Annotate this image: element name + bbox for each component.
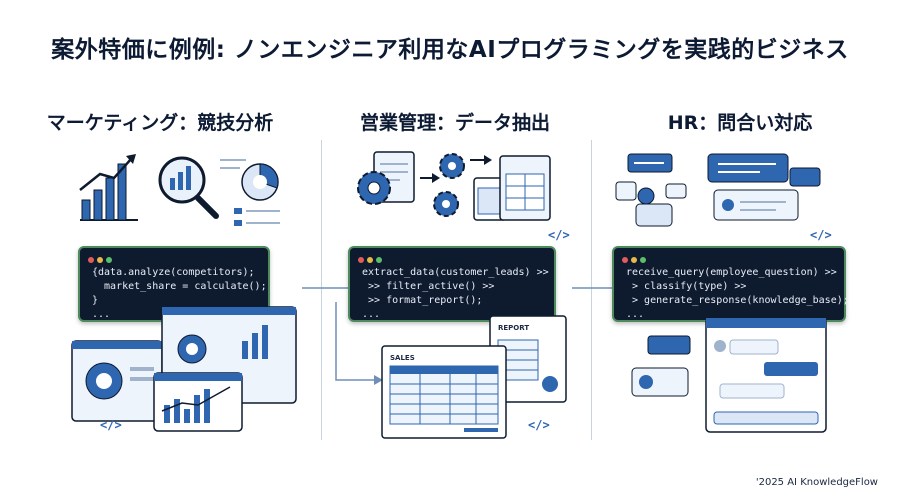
code-line: ... xyxy=(626,309,645,320)
column-divider xyxy=(321,140,322,440)
code-line: > classify(type) >> xyxy=(626,281,747,292)
code-line: > generate_response(knowledge_base); xyxy=(626,295,849,306)
code-line: extract_data(customer_leads) >> xyxy=(362,267,549,278)
code-line: ... xyxy=(362,309,381,320)
sales-label: SALES xyxy=(390,354,415,362)
code-line: >> format_report(); xyxy=(362,295,483,306)
report-label: REPORT xyxy=(498,324,529,332)
code-tag-icon: </> xyxy=(548,228,570,242)
code-tag-icon: </> xyxy=(100,418,122,432)
flow-arrow-icon xyxy=(335,302,383,385)
code-tag-icon: </> xyxy=(810,228,832,242)
code-line: receive_query(employee_question) >> xyxy=(626,267,837,278)
hr-code-window: receive_query(employee_question) >> > cl… xyxy=(612,246,849,322)
data-pipeline-icon xyxy=(357,151,551,221)
window-controls xyxy=(88,254,115,268)
hr-heading: HR：問合い対応 xyxy=(667,112,813,134)
sales-heading: 営業管理：データ抽出 xyxy=(359,112,550,134)
sales-code-window: extract_data(customer_leads) >> >> filte… xyxy=(348,246,556,322)
dashboard-screens-icon xyxy=(71,306,297,432)
bar-chart-magnifier-icon xyxy=(79,154,280,226)
chat-bubbles-icon xyxy=(615,153,821,227)
column-divider xyxy=(591,140,592,440)
window-controls xyxy=(622,254,649,268)
code-line: {data.analyze(competitors); xyxy=(92,267,255,278)
sales-report-icon: REPORT SALES xyxy=(381,315,567,439)
code-line: ... xyxy=(92,309,111,320)
code-line: market_share = calculate(); xyxy=(92,281,267,292)
page-title: 案外特価に例例: ノンエンジニア利用なAIプログラミングを実践的ビジネス xyxy=(51,37,849,63)
window-controls xyxy=(358,254,385,268)
code-line: >> filter_active() >> xyxy=(362,281,495,292)
chat-window-icon xyxy=(631,317,827,433)
code-line: } xyxy=(92,295,99,306)
code-tag-icon: </> xyxy=(528,418,550,432)
marketing-heading: マーケティング：競技分析 xyxy=(46,112,274,134)
copyright-footer: '2025 AI KnowledgeFlow xyxy=(755,477,878,488)
